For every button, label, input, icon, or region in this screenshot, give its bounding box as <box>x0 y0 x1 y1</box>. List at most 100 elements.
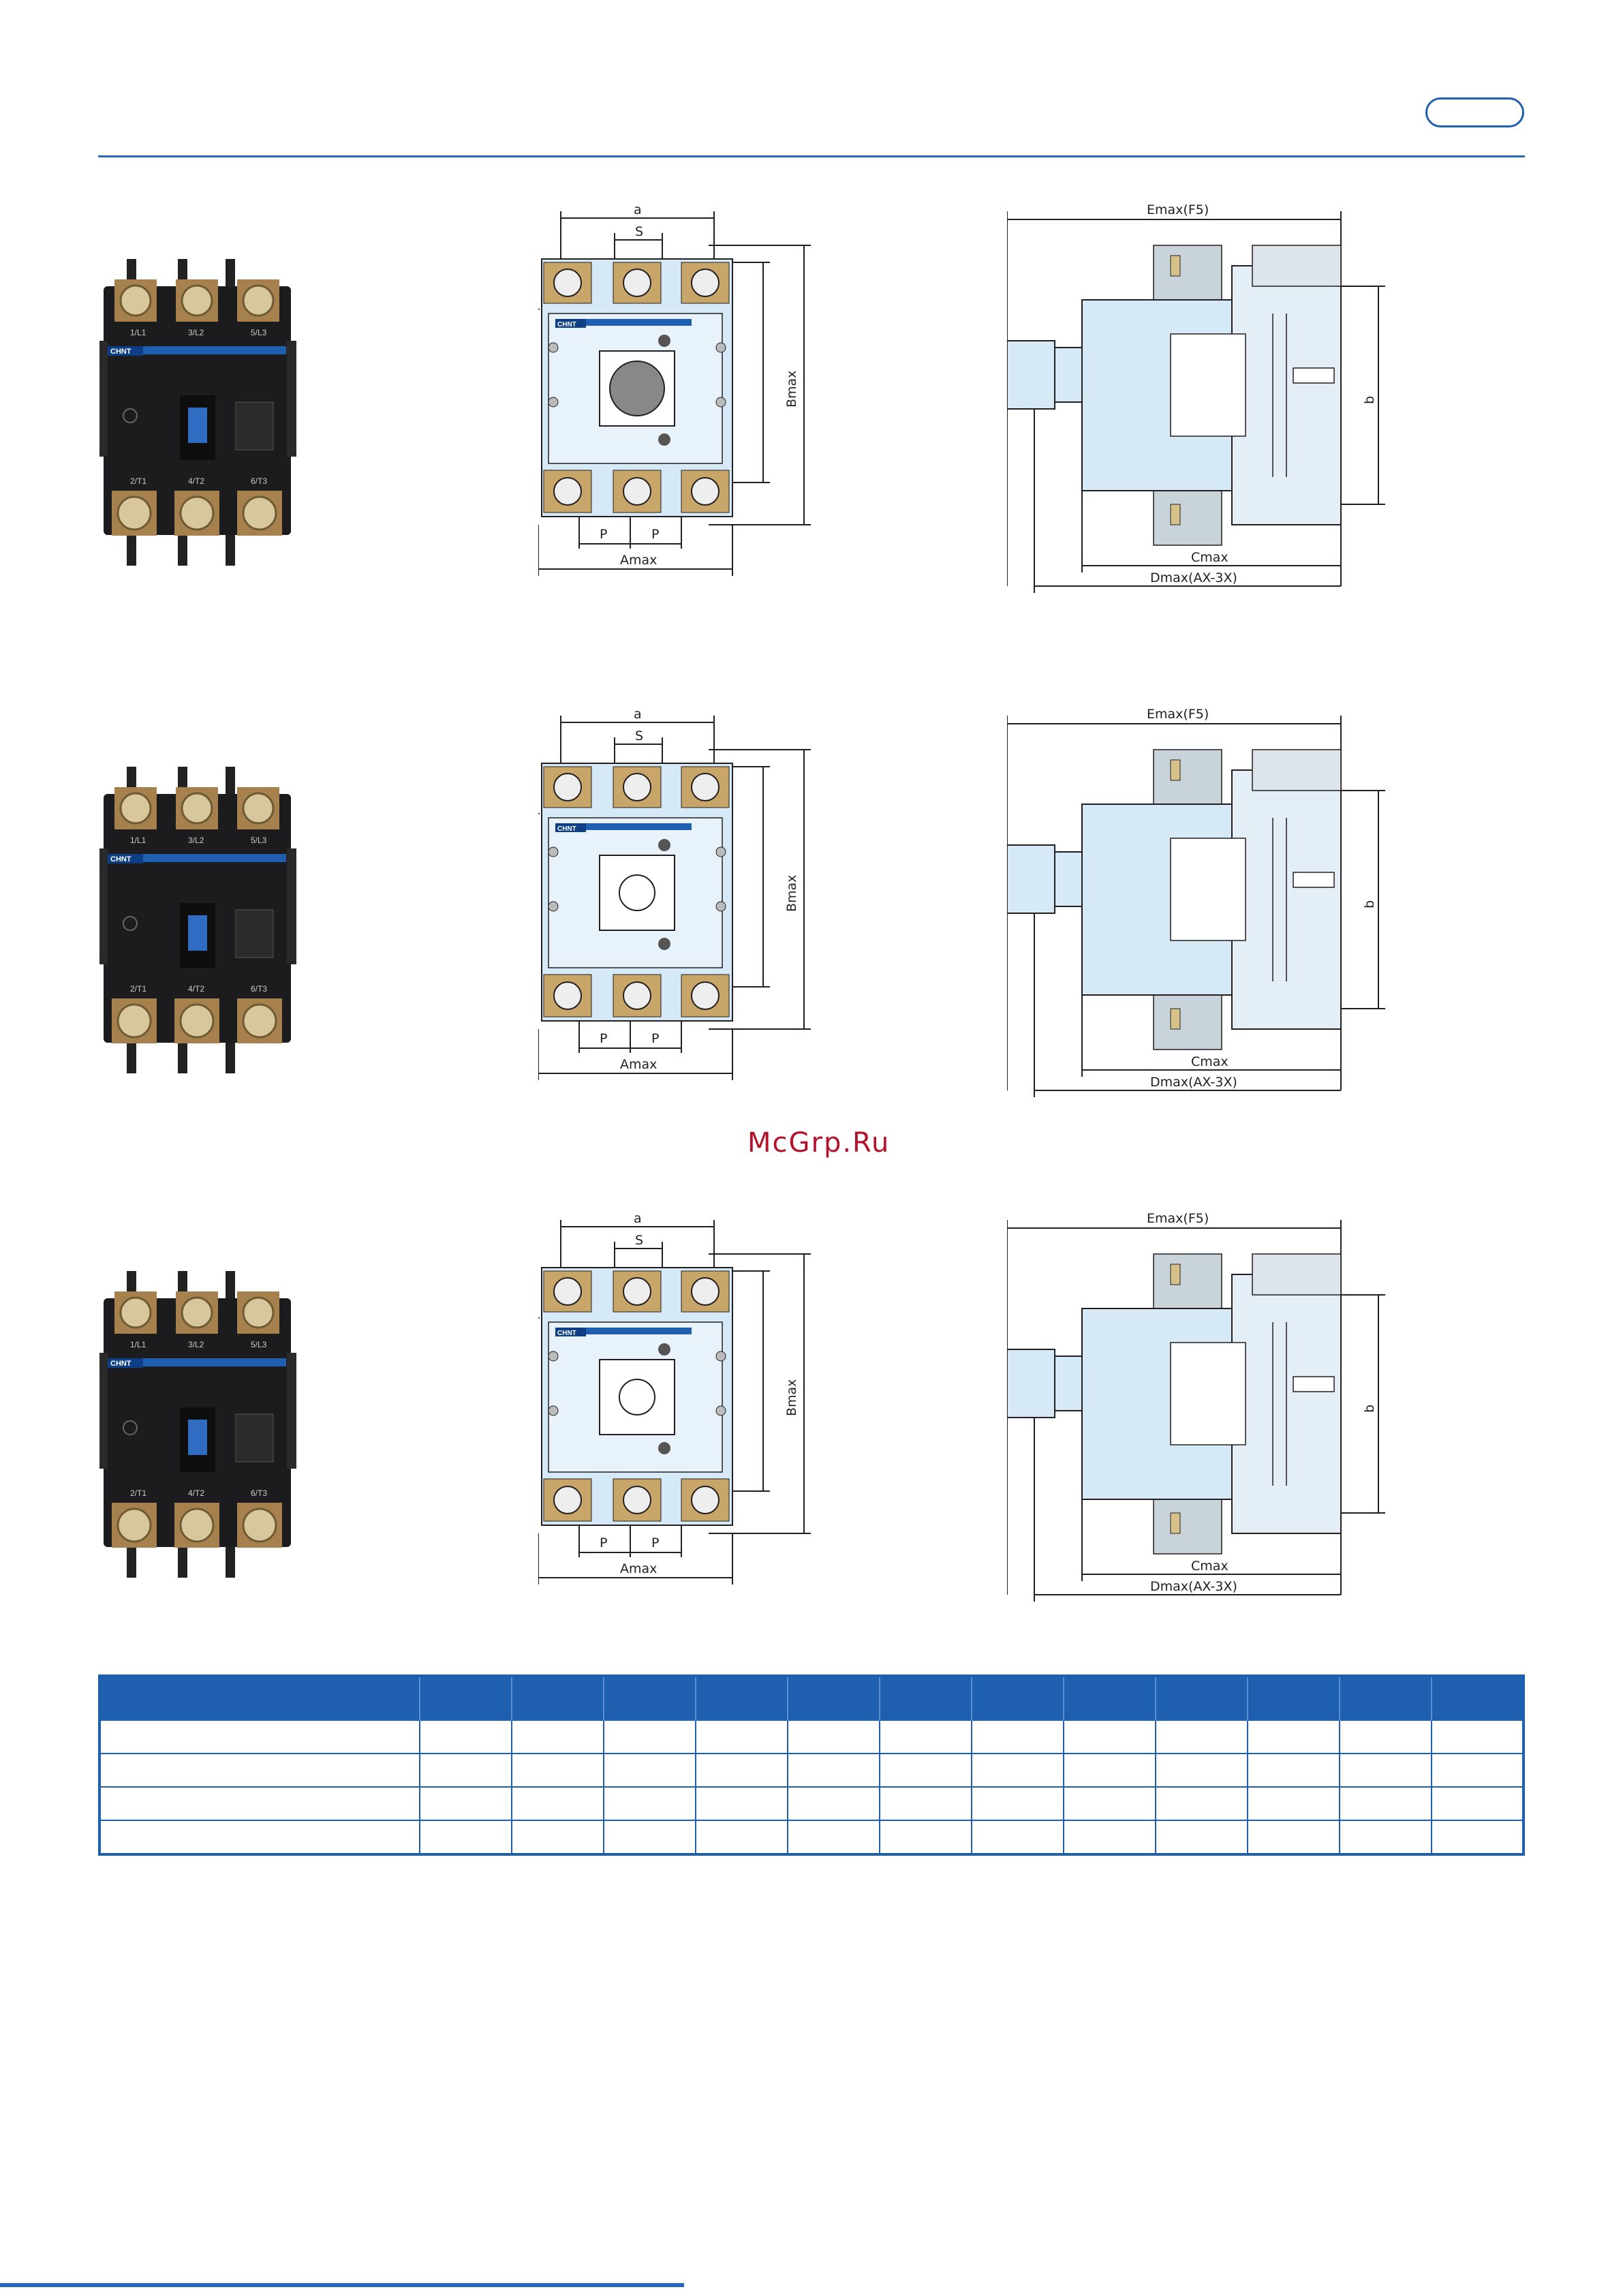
side-dimension-drawing: Emax(F5) b Cmax Dmax(AX-3X) <box>1006 1211 1389 1625</box>
table-cell <box>788 1719 880 1754</box>
dim-amax-label: Amax <box>620 553 657 568</box>
table-header-cell <box>1064 1676 1156 1720</box>
dim-amax-label: Amax <box>620 1057 657 1072</box>
table-cell <box>512 1820 604 1854</box>
dim-bmax-label: Bmax <box>784 1379 799 1416</box>
table-header-cell <box>972 1676 1064 1720</box>
table-cell <box>972 1820 1064 1854</box>
bottom-terminal-screws <box>112 998 282 1043</box>
table-header-cell <box>1340 1676 1432 1720</box>
table-cell <box>1156 1786 1248 1820</box>
table-cell <box>512 1719 604 1754</box>
terminal-label: 4/T2 <box>188 1488 204 1498</box>
terminal-label: 4/T2 <box>188 476 204 486</box>
header-rule <box>98 155 1525 157</box>
table-cell <box>880 1719 972 1754</box>
dim-emax-label: Emax(F5) <box>1147 204 1209 217</box>
table-cell <box>1432 1786 1524 1820</box>
table-cell <box>1156 1753 1248 1787</box>
dim-p2-label: P <box>651 1031 659 1046</box>
dim-dmax-label: Dmax(AX-3X) <box>1150 1579 1237 1594</box>
svg-text:CHNT: CHNT <box>557 321 576 328</box>
terminal-label: 5/L3 <box>251 1340 267 1349</box>
top-terminal-screws <box>114 1291 279 1334</box>
table-cell <box>1248 1820 1340 1854</box>
table-cell <box>1156 1719 1248 1754</box>
front-dimension-drawing: CHNT a S φ Bmax P P Amax <box>525 202 838 617</box>
terminal-label: 1/L1 <box>130 1340 146 1349</box>
table-cell <box>696 1753 788 1787</box>
side-dimension-drawing: Emax(F5) b Cmax Dmax(AX-3X) <box>1006 202 1389 617</box>
table-cell <box>512 1753 604 1787</box>
brand-logo: CHNT <box>110 348 132 356</box>
table-cell <box>696 1719 788 1754</box>
table-cell <box>972 1786 1064 1820</box>
watermark: McGrp.Ru <box>747 1127 891 1159</box>
table-cell <box>420 1786 512 1820</box>
terminal-label: 3/L2 <box>188 328 204 337</box>
side-dimension-drawing: Emax(F5) b Cmax Dmax(AX-3X) <box>1006 707 1389 1121</box>
table-header-cell <box>604 1676 696 1720</box>
dim-b-label: b <box>1362 900 1377 908</box>
table-header-cell <box>880 1676 972 1720</box>
table-cell <box>1432 1753 1524 1787</box>
dim-emax-label: Emax(F5) <box>1147 709 1209 722</box>
table-cell <box>1340 1786 1432 1820</box>
table-row <box>99 1786 1524 1820</box>
dim-amax-label: Amax <box>620 1561 657 1576</box>
dim-dmax-label: Dmax(AX-3X) <box>1150 570 1237 585</box>
table-cell <box>1064 1753 1156 1787</box>
terminal-label: 2/T1 <box>130 1488 146 1498</box>
table-header-cell <box>99 1676 420 1720</box>
dim-dmax-label: Dmax(AX-3X) <box>1150 1075 1237 1090</box>
terminal-label: 2/T1 <box>130 476 146 486</box>
table-cell <box>788 1753 880 1787</box>
table-header-cell <box>420 1676 512 1720</box>
dimension-table <box>98 1674 1525 1856</box>
table-cell <box>1340 1820 1432 1854</box>
table-cell <box>788 1820 880 1854</box>
brand-logo: CHNT <box>110 1360 132 1368</box>
dim-a-label: a <box>634 1213 642 1226</box>
dim-b-label: b <box>1362 396 1377 404</box>
dim-cmax-label: Cmax <box>1191 1054 1228 1069</box>
table-cell <box>1156 1820 1248 1854</box>
terminal-label: 3/L2 <box>188 836 204 845</box>
table-cell <box>880 1786 972 1820</box>
dim-s-label: S <box>635 1233 643 1248</box>
dim-p1-label: P <box>600 1535 607 1550</box>
dim-p1-label: P <box>600 527 607 542</box>
page-tab-pill <box>1425 97 1524 127</box>
table-cell <box>696 1786 788 1820</box>
dim-p2-label: P <box>651 1535 659 1550</box>
table-header-cell <box>696 1676 788 1720</box>
dim-bmax-label: Bmax <box>784 371 799 408</box>
dim-a-label: a <box>634 709 642 722</box>
table-cell <box>604 1719 696 1754</box>
terminal-label: 2/T1 <box>130 984 146 994</box>
terminal-label: 6/T3 <box>251 984 267 994</box>
dim-s-label: S <box>635 729 643 744</box>
bottom-terminal-screws <box>112 1503 282 1548</box>
table-cell <box>1340 1753 1432 1787</box>
dim-cmax-label: Cmax <box>1191 550 1228 565</box>
svg-text:CHNT: CHNT <box>557 1330 576 1337</box>
product-photo: 1/L1 3/L2 5/L3 CHNT 2/T1 4/T2 6/T3 <box>99 259 311 569</box>
table-header-cell <box>788 1676 880 1720</box>
svg-text:CHNT: CHNT <box>557 825 576 833</box>
top-terminal-screws <box>114 279 279 322</box>
table-header-cell <box>512 1676 604 1720</box>
front-dimension-drawing: CHNT a S φ Bmax P P Amax <box>525 707 838 1121</box>
table-cell <box>1340 1719 1432 1754</box>
table-cell <box>1064 1719 1156 1754</box>
table-row <box>99 1719 1524 1754</box>
table-cell <box>604 1820 696 1854</box>
brand-logo: CHNT <box>110 855 132 863</box>
dim-cmax-label: Cmax <box>1191 1559 1228 1574</box>
footer-rule <box>0 2283 684 2287</box>
table-header-row <box>99 1676 1524 1720</box>
table-cell <box>972 1753 1064 1787</box>
dim-a-label: a <box>634 204 642 217</box>
table-cell <box>696 1820 788 1854</box>
table-cell <box>1248 1753 1340 1787</box>
